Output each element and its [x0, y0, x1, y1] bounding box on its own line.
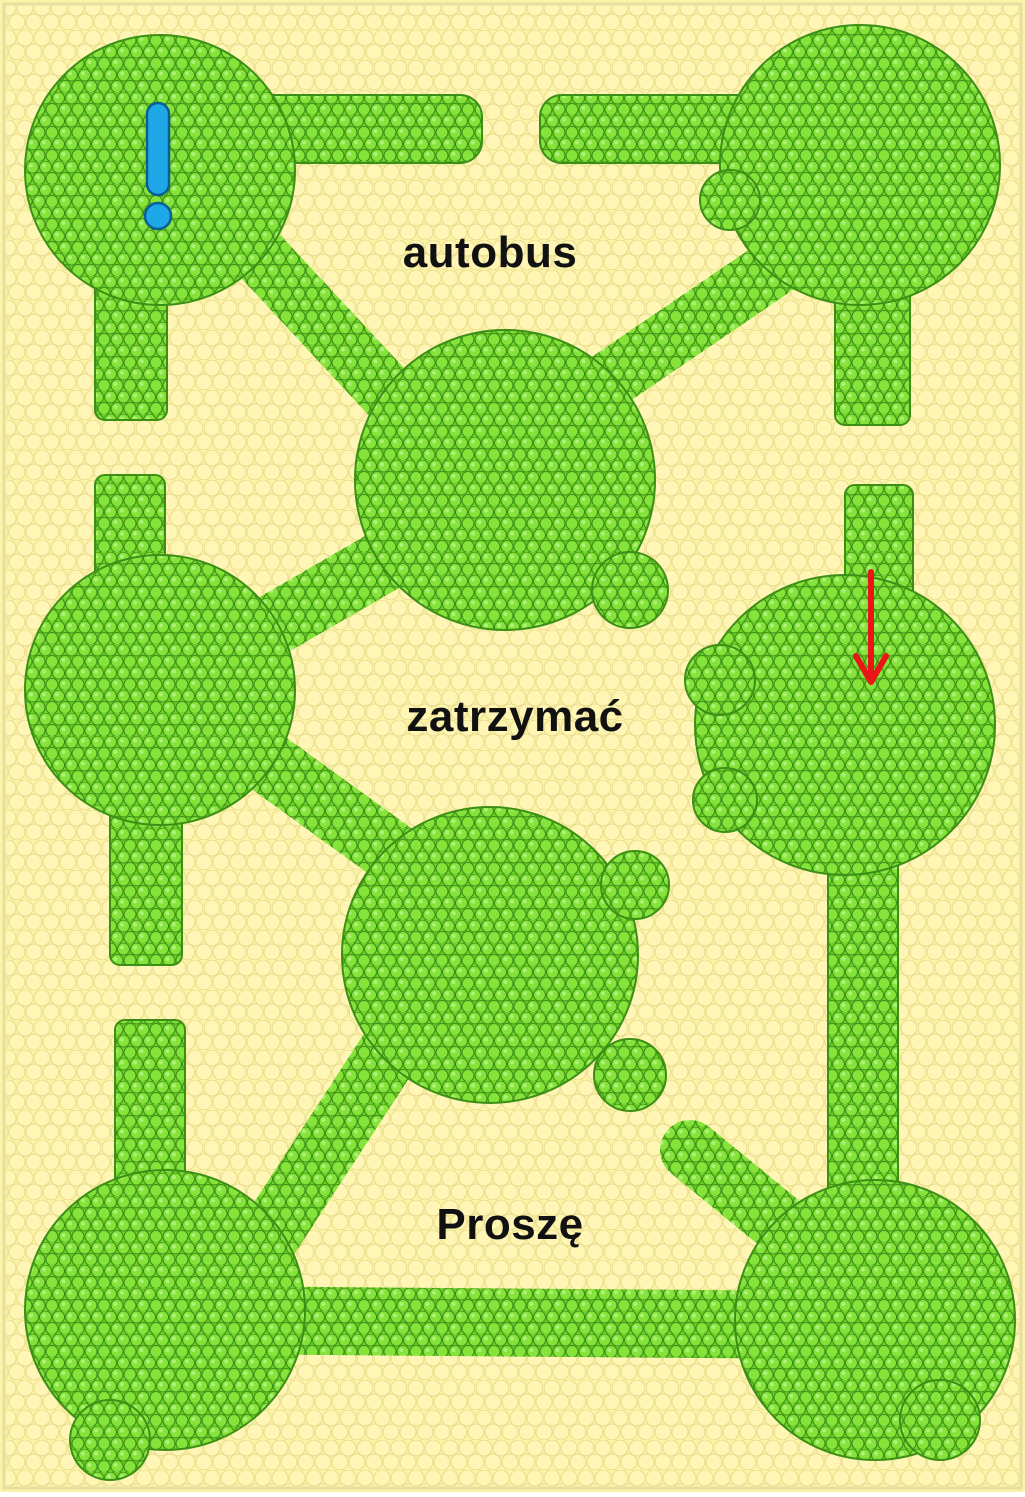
room-bump [684, 644, 756, 716]
maze-paths [24, 24, 1016, 1481]
room-bump [899, 1379, 981, 1461]
word-autobus: autobus [402, 228, 578, 277]
room-bump [593, 1038, 667, 1112]
room-top-right [719, 24, 1001, 306]
word-zatrzymac: zatrzymać [406, 692, 624, 741]
room-bump [591, 551, 669, 629]
room-bump [699, 169, 761, 231]
room-center-bottom [341, 806, 639, 1104]
corridor-right-vertical [827, 819, 899, 1221]
arrow-down-icon [853, 569, 889, 685]
room-center-top [354, 329, 656, 631]
word-prosze: Proszę [436, 1200, 584, 1249]
room-middle-left [24, 554, 296, 826]
corridor-diag-tr-center [551, 221, 829, 429]
room-bump [692, 767, 758, 833]
room-bump [69, 1399, 151, 1481]
room-bottom-left [24, 1169, 306, 1451]
room-middle-right [694, 574, 996, 876]
exclamation-icon [143, 101, 173, 231]
room-bump [600, 850, 670, 920]
